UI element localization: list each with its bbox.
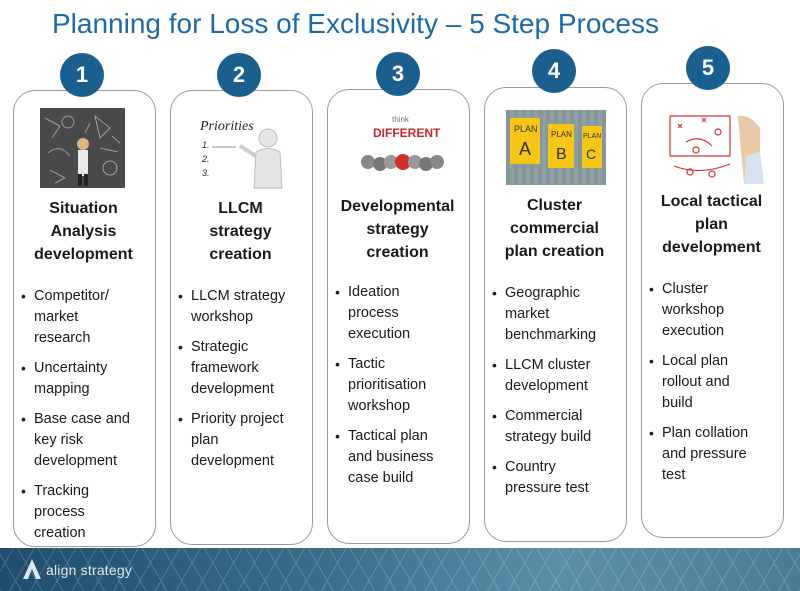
svg-text:C: C (586, 146, 596, 162)
step-badge-5: 5 (686, 46, 730, 90)
image-text-plan-c: PLAN (583, 133, 601, 140)
image-text-different: DIFFERENT (373, 126, 441, 140)
align-logo-icon (22, 558, 42, 585)
image-text-plan-b: PLAN (551, 130, 572, 139)
chalkboard-person-image (40, 108, 125, 188)
step-badge-4: 4 (532, 49, 576, 93)
step-badge-2: 2 (217, 53, 261, 97)
step-badge-1: 1 (60, 53, 104, 97)
image-text-plan-a: PLAN (514, 124, 538, 134)
footer-bar (0, 548, 800, 591)
image-text-priorities: Priorities (199, 119, 254, 134)
plan-abc-image: PLAN A PLAN B PLAN C (506, 110, 606, 185)
svg-text:2.: 2. (201, 154, 210, 164)
svg-text:3.: 3. (202, 168, 210, 178)
tactical-plan-drawing-image (660, 106, 764, 184)
svg-text:A: A (519, 139, 531, 159)
image-text-think: think (392, 115, 410, 124)
svg-text:B: B (556, 146, 567, 163)
page-title: Planning for Loss of Exclusivity – 5 Ste… (52, 8, 659, 39)
brand-name: align strategy (46, 562, 133, 578)
step-badge-3: 3 (376, 52, 420, 96)
think-different-image: think DIFFERENT (360, 112, 445, 180)
svg-text:1.: 1. (202, 140, 210, 150)
priorities-person-image: Priorities 1. 2. 3. (198, 112, 290, 190)
